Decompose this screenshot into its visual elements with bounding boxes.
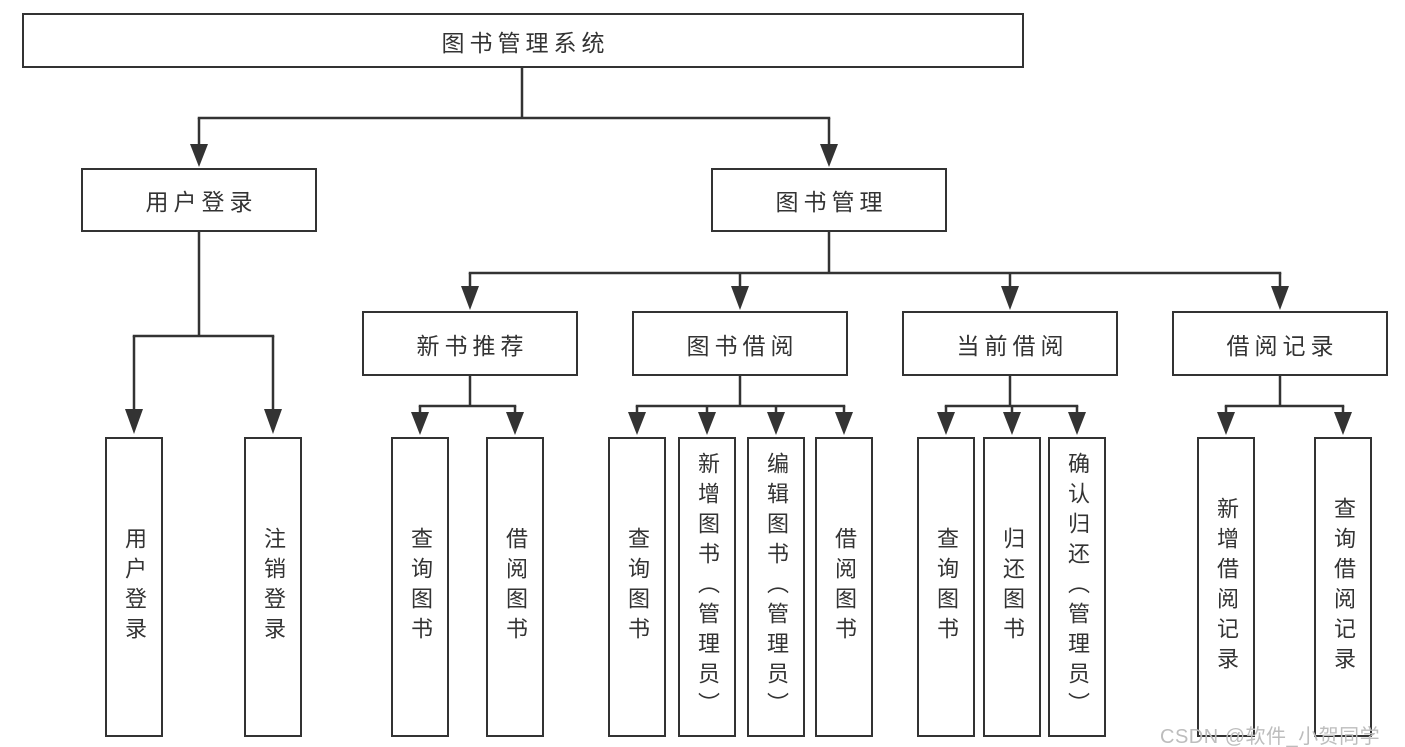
arrowhead bbox=[506, 412, 524, 435]
leaf-user-login: 用户登录 bbox=[105, 437, 163, 737]
leaf-newbooks-borrow-label: 借阅图书 bbox=[503, 527, 528, 647]
arrowhead bbox=[835, 412, 853, 435]
node-root: 图书管理系统 bbox=[22, 13, 1024, 68]
arrowhead bbox=[1001, 286, 1019, 310]
leaf-newbooks-query-label: 查询图书 bbox=[408, 527, 433, 647]
arrowhead bbox=[1003, 412, 1021, 435]
arrowhead bbox=[628, 412, 646, 435]
leaf-current-return-label: 归还图书 bbox=[1000, 527, 1025, 647]
node-user-login: 用户登录 bbox=[81, 168, 317, 232]
csdn-watermark: CSDN @软件_小贺同学 bbox=[1160, 726, 1381, 747]
leaf-bookborrow-edit: 编辑图书（管理员） bbox=[747, 437, 805, 737]
connector-book-mgmt-split bbox=[461, 232, 1289, 310]
leaf-bookborrow-add-label: 新增图书（管理员） bbox=[695, 452, 720, 722]
connector-root-split bbox=[190, 68, 838, 167]
node-current-borrow: 当前借阅 bbox=[902, 311, 1118, 376]
leaf-current-confirm: 确认归还（管理员） bbox=[1048, 437, 1106, 737]
leaf-bookborrow-borrow-label: 借阅图书 bbox=[832, 527, 857, 647]
arrowhead bbox=[411, 412, 429, 435]
arrowhead bbox=[461, 286, 479, 310]
connector-borrow-records-split bbox=[1217, 376, 1352, 435]
node-new-books: 新书推荐 bbox=[362, 311, 578, 376]
leaf-newbooks-query: 查询图书 bbox=[391, 437, 449, 737]
leaf-current-return: 归还图书 bbox=[983, 437, 1041, 737]
arrowhead bbox=[731, 286, 749, 310]
connector-new-books-split bbox=[411, 376, 524, 435]
leaf-logout-label: 注销登录 bbox=[261, 527, 286, 647]
arrowhead bbox=[698, 412, 716, 435]
arrowhead bbox=[1217, 412, 1235, 435]
node-borrow-records: 借阅记录 bbox=[1172, 311, 1388, 376]
arrowhead bbox=[1271, 286, 1289, 310]
leaf-current-confirm-label: 确认归还（管理员） bbox=[1065, 452, 1090, 722]
leaf-bookborrow-query: 查询图书 bbox=[608, 437, 666, 737]
arrowhead bbox=[937, 412, 955, 435]
leaf-current-query: 查询图书 bbox=[917, 437, 975, 737]
node-book-borrow-label: 图书借阅 bbox=[686, 332, 799, 359]
leaf-records-add-label: 新增借阅记录 bbox=[1214, 497, 1239, 677]
arrowhead bbox=[125, 409, 143, 434]
connector-book-borrow-split bbox=[628, 376, 853, 435]
leaf-user-login-label: 用户登录 bbox=[122, 527, 147, 647]
leaf-current-query-label: 查询图书 bbox=[934, 527, 959, 647]
arrowhead bbox=[190, 144, 208, 167]
leaf-records-add: 新增借阅记录 bbox=[1197, 437, 1255, 737]
leaf-logout: 注销登录 bbox=[244, 437, 302, 737]
leaf-newbooks-borrow: 借阅图书 bbox=[486, 437, 544, 737]
node-new-books-label: 新书推荐 bbox=[416, 332, 529, 359]
arrowhead bbox=[820, 144, 838, 167]
arrowhead bbox=[767, 412, 785, 435]
connector-user-login-split bbox=[125, 232, 282, 434]
leaf-bookborrow-add: 新增图书（管理员） bbox=[678, 437, 736, 737]
node-current-borrow-label: 当前借阅 bbox=[956, 332, 1069, 359]
leaf-bookborrow-query-label: 查询图书 bbox=[625, 527, 650, 647]
connector-current-borrow-split bbox=[937, 376, 1086, 435]
node-book-mgmt-label: 图书管理 bbox=[775, 189, 888, 215]
node-borrow-records-label: 借阅记录 bbox=[1226, 332, 1339, 359]
leaf-bookborrow-edit-label: 编辑图书（管理员） bbox=[764, 452, 789, 722]
arrowhead bbox=[1334, 412, 1352, 435]
leaf-records-query-label: 查询借阅记录 bbox=[1331, 497, 1356, 677]
node-root-label: 图书管理系统 bbox=[441, 29, 610, 56]
node-user-login-label: 用户登录 bbox=[145, 189, 258, 215]
leaf-records-query: 查询借阅记录 bbox=[1314, 437, 1372, 737]
node-book-borrow: 图书借阅 bbox=[632, 311, 848, 376]
arrowhead bbox=[1068, 412, 1086, 435]
node-book-mgmt: 图书管理 bbox=[711, 168, 947, 232]
arrowhead bbox=[264, 409, 282, 434]
leaf-bookborrow-borrow: 借阅图书 bbox=[815, 437, 873, 737]
